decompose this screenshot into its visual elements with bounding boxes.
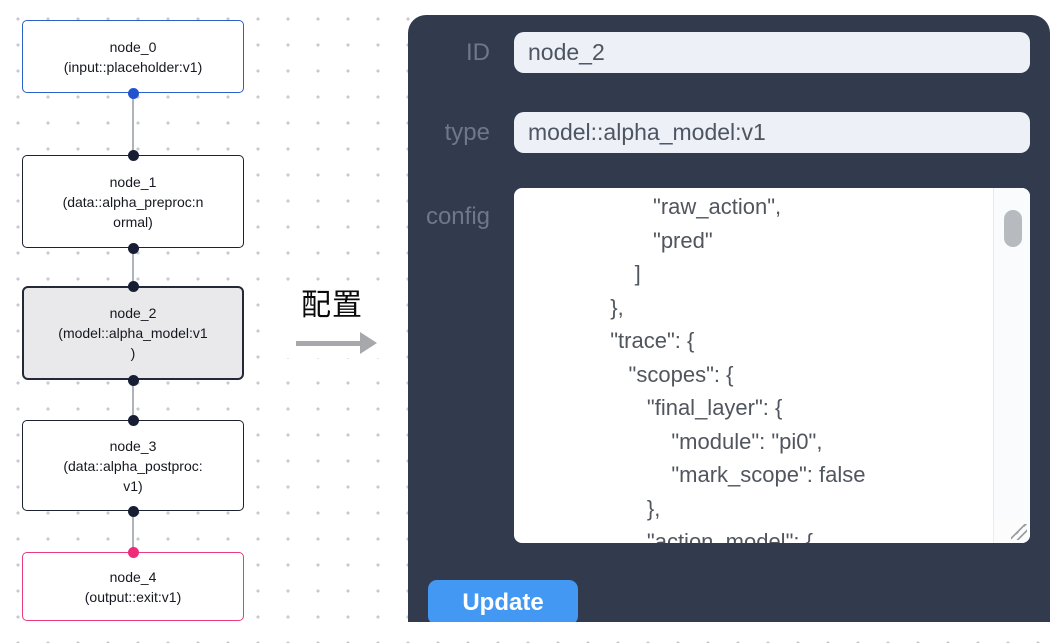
type-field-label: type [444, 119, 490, 146]
node-subtitle: ormal) [113, 213, 153, 230]
configure-annotation: 配置 [286, 284, 390, 358]
node-title: node_1 [109, 173, 157, 190]
port-dot-node3-source[interactable] [128, 506, 139, 517]
port-dot-node4-target[interactable] [128, 547, 139, 558]
config-scrollbar-thumb[interactable] [1004, 210, 1022, 247]
flow-node-node_0[interactable]: node_0 (input::placeholder:v1) [22, 20, 244, 93]
flow-node-node_1[interactable]: node_1 (data::alpha_preproc:n ormal) [22, 155, 244, 248]
node-title: node_2 [109, 305, 157, 321]
edge-node3-node4 [132, 511, 134, 552]
port-dot-node1-target[interactable] [128, 150, 139, 161]
node-subtitle: ) [130, 345, 136, 361]
port-dot-node1-source[interactable] [128, 243, 139, 254]
config-scrollbar-track[interactable] [993, 188, 1030, 521]
node-subtitle: (data::alpha_preproc:n [62, 193, 204, 210]
node-title: node_4 [109, 568, 157, 585]
port-dot-node0-source[interactable] [128, 88, 139, 99]
edge-node0-node1 [132, 93, 134, 155]
config-json-textarea[interactable]: "raw_action", "pred" ] }, "trace": { "sc… [514, 188, 1030, 543]
node-subtitle: (model::alpha_model:v1 [58, 325, 208, 341]
node-title: node_3 [109, 437, 157, 454]
port-dot-node3-target[interactable] [128, 415, 139, 426]
config-json-content: "raw_action", "pred" ] }, "trace": { "sc… [610, 194, 866, 543]
node-config-panel: ID type config "raw_action", "pred" ] },… [408, 15, 1050, 622]
port-dot-node2-target[interactable] [128, 281, 139, 292]
configure-label: 配置 [301, 289, 363, 322]
node-subtitle: (input::placeholder:v1) [63, 58, 203, 75]
node-subtitle: (data::alpha_postproc: [63, 457, 203, 474]
resize-grip-icon[interactable] [1011, 524, 1027, 540]
type-input[interactable] [514, 112, 1030, 153]
flow-node-node_3[interactable]: node_3 (data::alpha_postproc: v1) [22, 420, 244, 511]
right-arrowhead-icon [360, 332, 377, 354]
edge-node1-node2 [132, 248, 134, 286]
node-subtitle: (output::exit:v1) [84, 588, 182, 605]
port-dot-node2-source[interactable] [128, 375, 139, 386]
config-field-label: config [425, 203, 490, 230]
right-arrow-icon [296, 341, 362, 346]
id-field-label: ID [466, 39, 490, 66]
update-button[interactable]: Update [428, 580, 578, 622]
id-input[interactable] [514, 32, 1030, 73]
edge-node2-node3 [132, 380, 134, 420]
flow-node-node_2-selected[interactable]: node_2 (model::alpha_model:v1 ) [22, 286, 244, 380]
flow-node-node_4[interactable]: node_4 (output::exit:v1) [22, 552, 244, 621]
config-scrollbar-corner [993, 521, 1030, 543]
node-title: node_0 [109, 38, 157, 55]
node-subtitle: v1) [123, 477, 143, 494]
